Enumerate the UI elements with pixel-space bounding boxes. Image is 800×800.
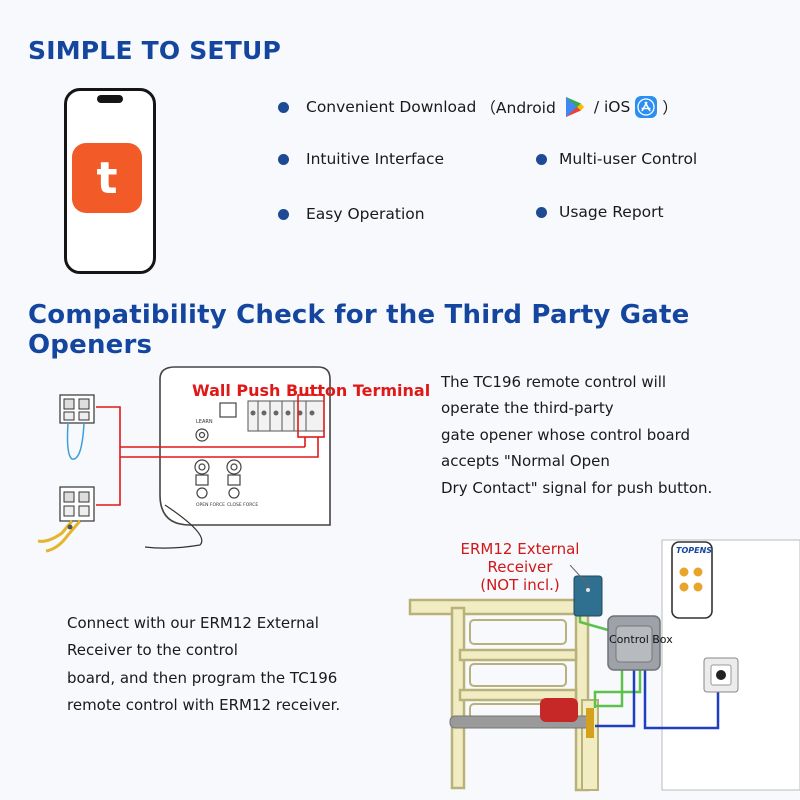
gate <box>408 598 590 792</box>
wall-outlet <box>703 657 739 693</box>
erm12-pointer <box>569 565 591 588</box>
bullet-icon <box>278 101 289 113</box>
terminal-highlight <box>297 394 325 438</box>
push-button-terminal-top <box>59 394 95 460</box>
compat-title: Compatibility Check for the Third Party … <box>28 300 690 360</box>
gate-installation-diagram <box>408 539 800 792</box>
push-button-terminal-bottom <box>37 486 95 553</box>
wiring-diagram: LEARN OPEN FORCE CLOSE FORCE <box>37 366 331 553</box>
topens-phone <box>671 541 713 619</box>
google-play-icon <box>565 97 584 117</box>
feature-download: Convenient Download （Android / iOS ） <box>278 95 678 119</box>
feature-download-mid: / iOS <box>593 98 631 116</box>
instr-line: Connect with our ERM12 External <box>67 614 319 632</box>
phone-notch <box>97 95 123 103</box>
feature-multi-user-label: Multi-user Control <box>559 150 698 168</box>
erm12-label-line: ERM12 External <box>460 540 580 558</box>
feature-intuitive-label: Intuitive Interface <box>306 150 445 168</box>
feature-usage: Usage Report <box>536 203 664 221</box>
tuya-app-icon <box>72 143 142 213</box>
terminal-block <box>247 400 325 432</box>
feature-download-open: （Android <box>480 99 556 117</box>
desc-line: gate opener whose control board <box>441 425 691 444</box>
bullet-icon <box>536 153 547 165</box>
bullet-icon <box>536 206 547 218</box>
instr-line: Receiver to the control <box>67 641 238 660</box>
gate-actuator <box>449 698 594 738</box>
erm12-label-line: Receiver <box>487 558 553 576</box>
tuya-app-glyph: t <box>96 152 118 204</box>
receiver-instructions: Connect with our ERM12 External Receiver… <box>67 610 340 720</box>
bullet-icon <box>278 208 289 220</box>
instr-line: remote control with ERM12 receiver. <box>67 696 341 715</box>
erm12-label-line: (NOT incl.) <box>480 576 560 594</box>
feature-usage-label: Usage Report <box>559 203 664 221</box>
board-cable <box>144 504 203 549</box>
erm12-receiver-label: ERM12 External Receiver (NOT incl.) <box>452 540 588 594</box>
control-box <box>607 615 661 671</box>
compat-description: The TC196 remote control will operate th… <box>441 369 712 501</box>
erm12-receiver <box>573 575 603 617</box>
board-open-force-text: OPEN FORCE <box>196 502 225 508</box>
instr-line: board, and then program the TC196 <box>67 668 338 687</box>
board-close-force-text: CLOSE FORCE <box>227 502 258 508</box>
board-learn-text: LEARN <box>196 419 213 425</box>
feature-easy: Easy Operation <box>278 205 425 223</box>
app-store-icon <box>635 96 658 118</box>
board-knobs <box>194 428 242 499</box>
feature-intuitive: Intuitive Interface <box>278 150 444 168</box>
desc-line: The TC196 remote control will <box>441 373 667 391</box>
topens-brand: TOPENS <box>676 546 713 555</box>
desc-line: accepts "Normal Open <box>441 452 610 471</box>
bullet-icon <box>278 153 289 165</box>
setup-title: SIMPLE TO SETUP <box>28 36 281 65</box>
control-box-label: Control Box <box>609 633 673 646</box>
board-chip <box>219 402 237 418</box>
feature-download-close: ） <box>662 99 678 117</box>
desc-line: operate the third-party <box>441 399 614 418</box>
feature-multi-user: Multi-user Control <box>536 150 697 168</box>
feature-download-label: Convenient Download <box>306 98 477 116</box>
red-wires <box>96 406 319 506</box>
feature-easy-label: Easy Operation <box>306 205 425 223</box>
wall-push-button-label: Wall Push Button Terminal <box>192 381 431 400</box>
desc-line: Dry Contact" signal for push button. <box>441 478 713 497</box>
